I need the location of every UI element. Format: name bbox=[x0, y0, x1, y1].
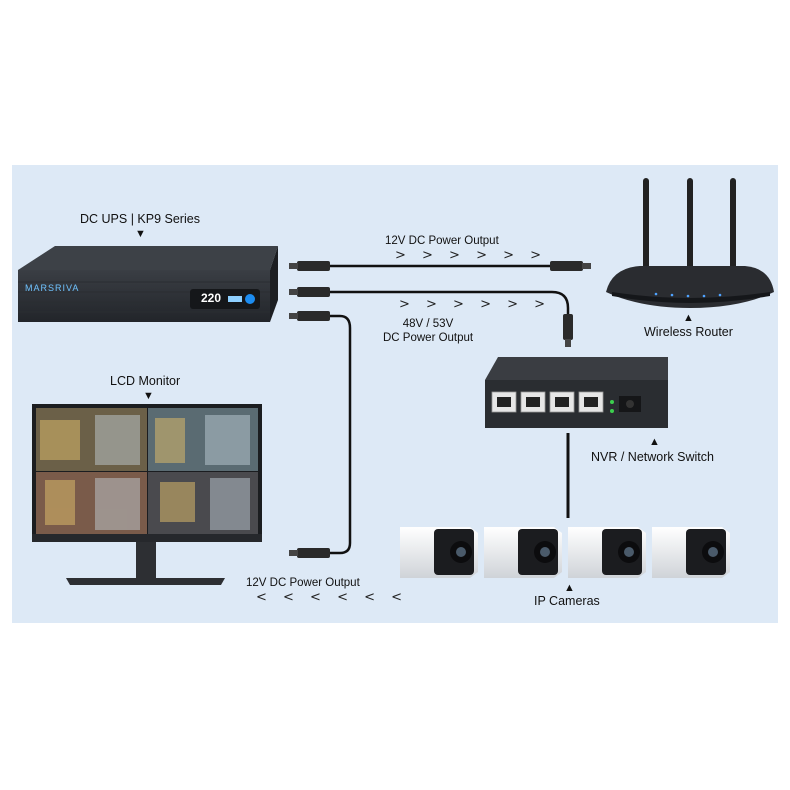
ip-camera-1 bbox=[400, 527, 478, 578]
monitor-title: LCD Monitor bbox=[110, 374, 181, 388]
ups-display-readout: 220 bbox=[201, 291, 222, 305]
plug-monitor bbox=[297, 548, 330, 558]
ups-brand: MARSRIVA bbox=[25, 283, 80, 293]
dc-ups-device bbox=[18, 246, 278, 322]
top-output-arrows: > > > > > > bbox=[395, 248, 548, 263]
middle-output-arrows: > > > > > > bbox=[399, 297, 552, 312]
wireless-router bbox=[606, 178, 774, 308]
plug-switch bbox=[563, 314, 573, 340]
lcd-monitor bbox=[32, 404, 262, 585]
router-title: Wireless Router bbox=[644, 325, 733, 339]
plug-top bbox=[297, 261, 330, 271]
plug-bottom bbox=[297, 311, 330, 321]
plug-middle bbox=[297, 287, 330, 297]
monitor-marker: ▼ bbox=[143, 390, 154, 402]
plug-connectors bbox=[289, 261, 591, 558]
middle-output-label-line1: 48V / 53V bbox=[402, 318, 454, 330]
cameras-title: IP Cameras bbox=[534, 594, 600, 608]
plug-router bbox=[550, 261, 583, 271]
cameras-marker: ▲ bbox=[564, 582, 575, 594]
network-switch bbox=[485, 357, 668, 428]
bottom-output-arrows: < < < < < < bbox=[256, 590, 409, 605]
ip-camera-3 bbox=[568, 527, 646, 578]
ups-marker: ▼ bbox=[135, 228, 146, 240]
cable-48v-switch bbox=[330, 290, 570, 314]
top-output-label: 12V DC Power Output bbox=[385, 235, 499, 247]
ip-camera-2 bbox=[484, 527, 562, 578]
bottom-output-label: 12V DC Power Output bbox=[246, 577, 360, 589]
cable-12v-monitor bbox=[330, 314, 352, 555]
middle-output-label-line2: DC Power Output bbox=[383, 332, 474, 344]
ip-camera-4 bbox=[652, 527, 730, 578]
ups-title: DC UPS | KP9 Series bbox=[80, 212, 200, 226]
switch-marker: ▲ bbox=[649, 436, 660, 448]
router-marker: ▲ bbox=[683, 312, 694, 324]
switch-title: NVR / Network Switch bbox=[591, 450, 714, 464]
